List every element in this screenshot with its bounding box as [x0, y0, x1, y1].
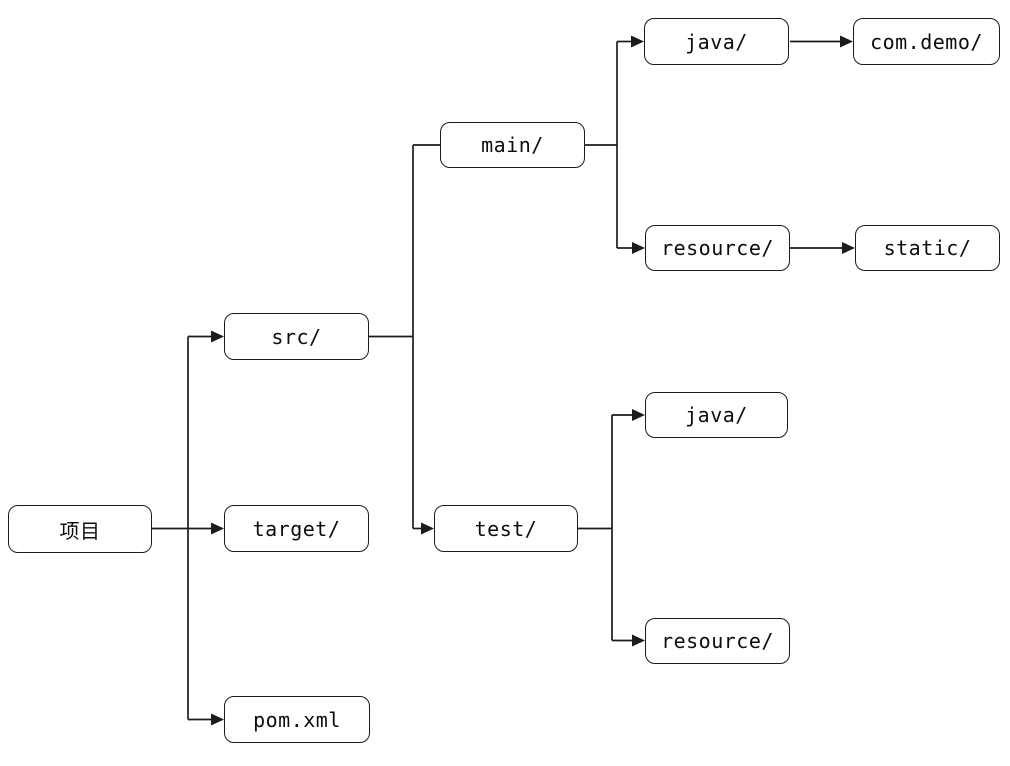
node-pom: pom.xml: [224, 696, 370, 743]
node-main-resource: resource/: [645, 225, 790, 271]
node-main-label: main/: [481, 133, 544, 157]
edge-src-test: [413, 522, 434, 535]
node-com-demo: com.demo/: [853, 18, 1000, 65]
node-test-label: test/: [474, 516, 538, 541]
node-static-label: static/: [883, 236, 972, 260]
node-src-label: src/: [271, 324, 322, 349]
node-test-resource-label: resource/: [661, 629, 774, 653]
node-target-label: target/: [252, 516, 341, 541]
edge-root-target: [152, 522, 224, 535]
node-pom-label: pom.xml: [253, 707, 341, 732]
edge-root-pom: [188, 713, 224, 726]
edge-root-src: [188, 330, 224, 343]
node-main-resource-label: resource/: [661, 236, 774, 260]
node-test-java: java/: [645, 392, 788, 438]
node-test-resource: resource/: [645, 618, 790, 664]
node-target: target/: [224, 505, 369, 552]
node-test-java-label: java/: [685, 403, 748, 427]
edge-resource-static: [790, 242, 855, 254]
node-root-label: 项目: [59, 518, 101, 543]
node-src: src/: [224, 313, 369, 360]
node-root: 项目: [8, 505, 152, 553]
node-com-demo-label: com.demo/: [870, 29, 983, 54]
edge-test-java: [612, 409, 645, 421]
node-main: main/: [440, 122, 585, 168]
edge-main-resource: [617, 242, 645, 254]
edge-main-java: [617, 35, 644, 48]
node-test: test/: [434, 505, 578, 552]
node-main-java-label: java/: [685, 29, 748, 54]
node-main-java: java/: [644, 18, 789, 65]
edge-test-resource: [612, 634, 645, 647]
node-static: static/: [855, 225, 1000, 271]
edge-java-comdemo: [790, 35, 853, 48]
